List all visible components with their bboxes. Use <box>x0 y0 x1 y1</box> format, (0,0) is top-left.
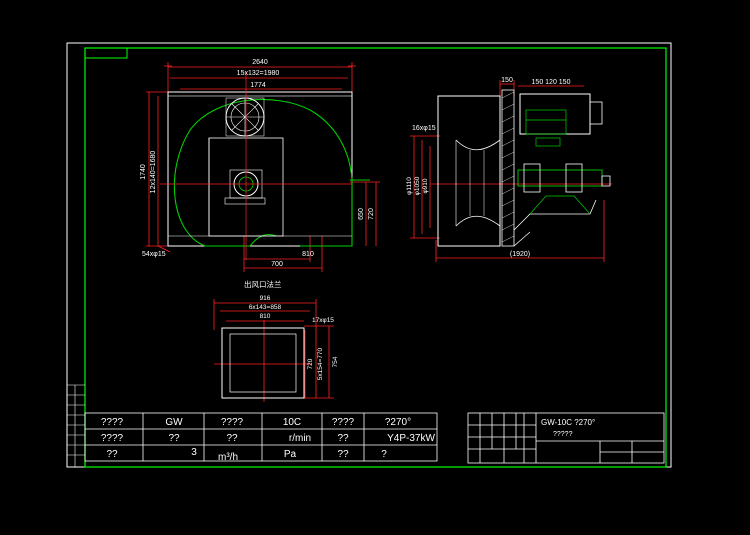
outlet-flange: 出风口法兰 916 6x143=858 810 17xφ15 720 5x154… <box>213 279 339 402</box>
spec-table-text: ???? GW ???? 10C ???? ?270° ???? ?? ?? r… <box>101 417 436 463</box>
flange-side-b: 5x154=770 <box>317 347 324 380</box>
spec-cell: Pa <box>284 449 297 460</box>
flange-inner: 810 <box>260 313 271 320</box>
spec-cell: 3 <box>191 447 197 458</box>
spec-cell: ???? <box>332 417 355 428</box>
front-bottom-dim-a: 700 <box>271 261 283 268</box>
side-bottom-dim: (1920) <box>510 251 530 258</box>
side-view: 150 150 120 150 16xφ15 φ1110 φ1050 φ910 … <box>406 77 612 262</box>
spec-cell: ?? <box>168 433 180 444</box>
spec-cell: ???? <box>101 417 124 428</box>
spec-table <box>84 412 438 462</box>
side-motor-dims: 150 120 150 <box>532 79 571 86</box>
flange-side-a: 720 <box>307 358 314 369</box>
spec-cell: ???? <box>101 433 124 444</box>
flange-side-c: 754 <box>332 356 339 367</box>
spec-cell: Y4P-37kW <box>387 433 435 444</box>
flange-bolt-row: 6x143=858 <box>249 304 282 311</box>
front-overall-height: 1740 <box>140 164 147 180</box>
front-bottom-dim-b: 810 <box>302 251 314 258</box>
spec-cell: GW <box>165 417 183 428</box>
flange-holes: 17xφ15 <box>312 317 334 324</box>
flange-overall: 916 <box>260 295 271 302</box>
front-view: 2640 15x132=1980 1774 1740 12x140=1680 6… <box>140 59 380 272</box>
front-inner-width: 1774 <box>250 82 266 89</box>
front-bolt-row: 15x132=1980 <box>237 70 280 77</box>
spec-cell: r/min <box>289 433 311 444</box>
drawing-subtitle: ????? <box>553 431 573 438</box>
side-dim-1: φ1050 <box>414 176 421 195</box>
spec-cell: 10C <box>283 417 301 428</box>
spec-cell: ? <box>381 449 387 460</box>
front-holes: 54xφ15 <box>142 251 166 258</box>
title-block-text: GW-10C ?270° ????? <box>541 418 595 438</box>
front-right-dim-a: 650 <box>358 208 365 220</box>
left-margin-strip <box>67 384 85 467</box>
spec-cell: ?? <box>106 449 118 460</box>
side-holes: 16xφ15 <box>412 125 436 132</box>
spec-cell: ?? <box>226 433 238 444</box>
side-top-dim: 150 <box>501 77 513 84</box>
front-overall-width: 2640 <box>252 59 268 66</box>
side-dim-0: φ1110 <box>406 177 413 195</box>
spec-cell: ?? <box>337 449 349 460</box>
spec-cell: m³/h <box>218 452 238 463</box>
title-block <box>467 412 665 464</box>
drawing-title: GW-10C ?270° <box>541 418 595 427</box>
spec-cell: ?270° <box>385 417 411 428</box>
corner-mark <box>84 47 128 59</box>
front-bolt-col: 12x140=1680 <box>150 151 157 194</box>
side-dim-2: φ910 <box>422 178 429 193</box>
flange-title: 出风口法兰 <box>244 279 282 289</box>
spec-cell: ???? <box>221 417 244 428</box>
drawing-border <box>84 47 667 468</box>
front-right-dim-b: 720 <box>368 208 375 220</box>
spec-cell: ?? <box>337 433 349 444</box>
